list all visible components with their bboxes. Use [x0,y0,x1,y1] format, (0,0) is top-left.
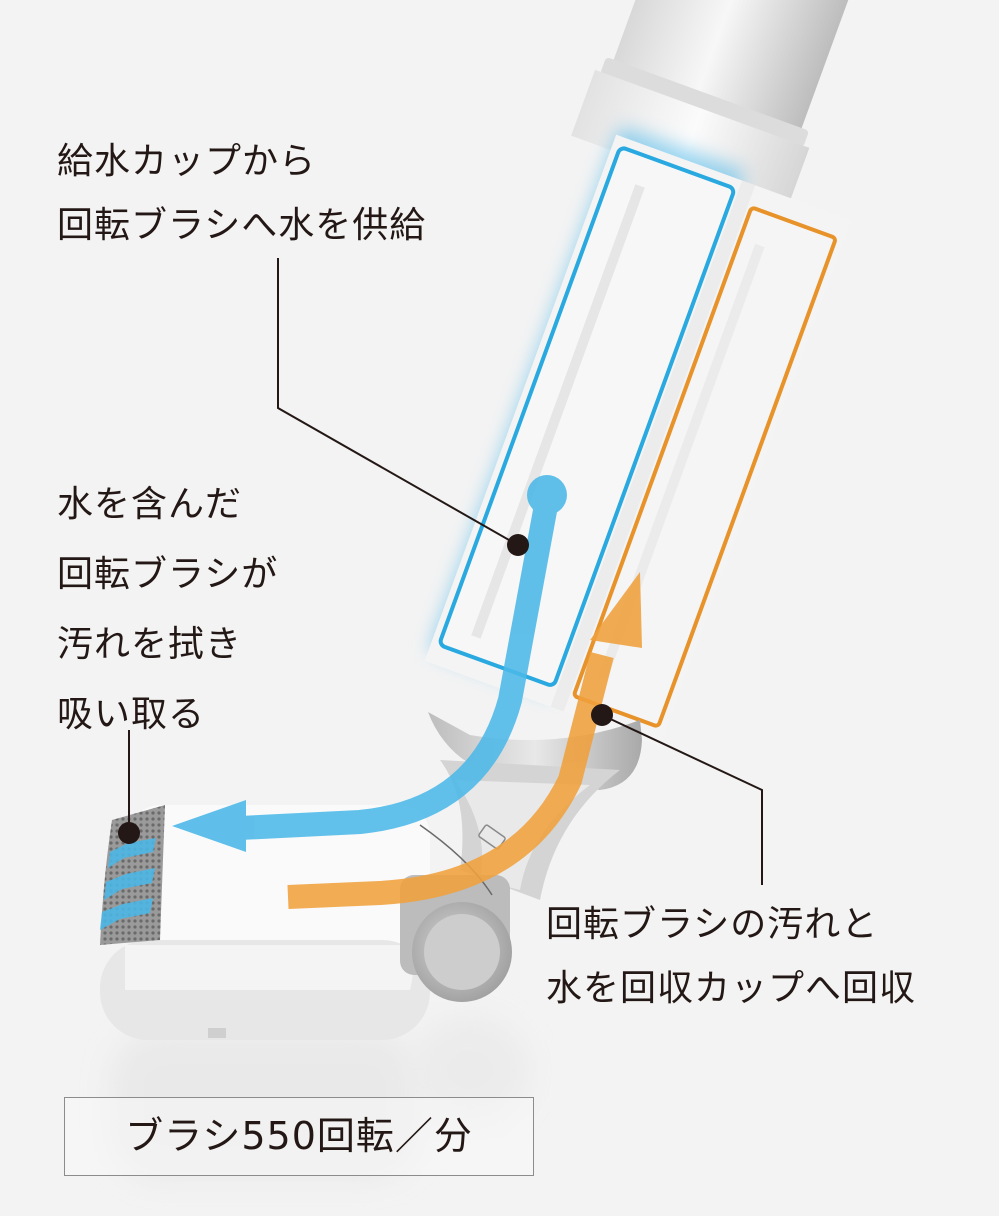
supply-dot-icon [507,534,529,556]
callout-line: 水を含んだ [57,484,243,525]
callout-brush-wipe: 水を含んだ 回転ブラシが 汚れを拭き 吸い取る [57,470,278,750]
callout-line: 吸い取る [57,694,206,735]
wheel [400,875,512,1002]
collect-dot-icon [591,704,613,726]
callout-line: 回転ブラシが [57,554,279,595]
orange-arrow-up-icon [590,572,642,648]
callout-line: 回転ブラシへ水を供給 [57,205,427,246]
callout-line: 水を回収カップへ回収 [546,968,917,1009]
wipe-dot-icon [118,822,140,844]
callout-line: 回転ブラシの汚れと [546,904,879,945]
callout-dots [118,534,613,844]
callout-dirt-collect: 回転ブラシの汚れと 水を回収カップへ回収 [546,893,916,1021]
cup-body [424,128,852,747]
floor-head [100,805,512,1040]
callout-line: 給水カップから [57,141,317,182]
collect-leader-line [603,715,763,885]
blue-arrow-left-icon [172,800,246,852]
handle-pipe [571,0,876,214]
dirt-collect-flow [287,572,642,909]
supply-leader-line [277,258,517,545]
brush-speed-badge: ブラシ550回転／分 [64,1097,534,1176]
brush-water-arrows [100,838,156,930]
water-supply-flow [100,475,567,930]
callout-line: 汚れを拭き [57,624,243,665]
leader-lines [128,258,763,885]
callout-water-supply: 給水カップから 回転ブラシへ水を供給 [57,130,426,258]
